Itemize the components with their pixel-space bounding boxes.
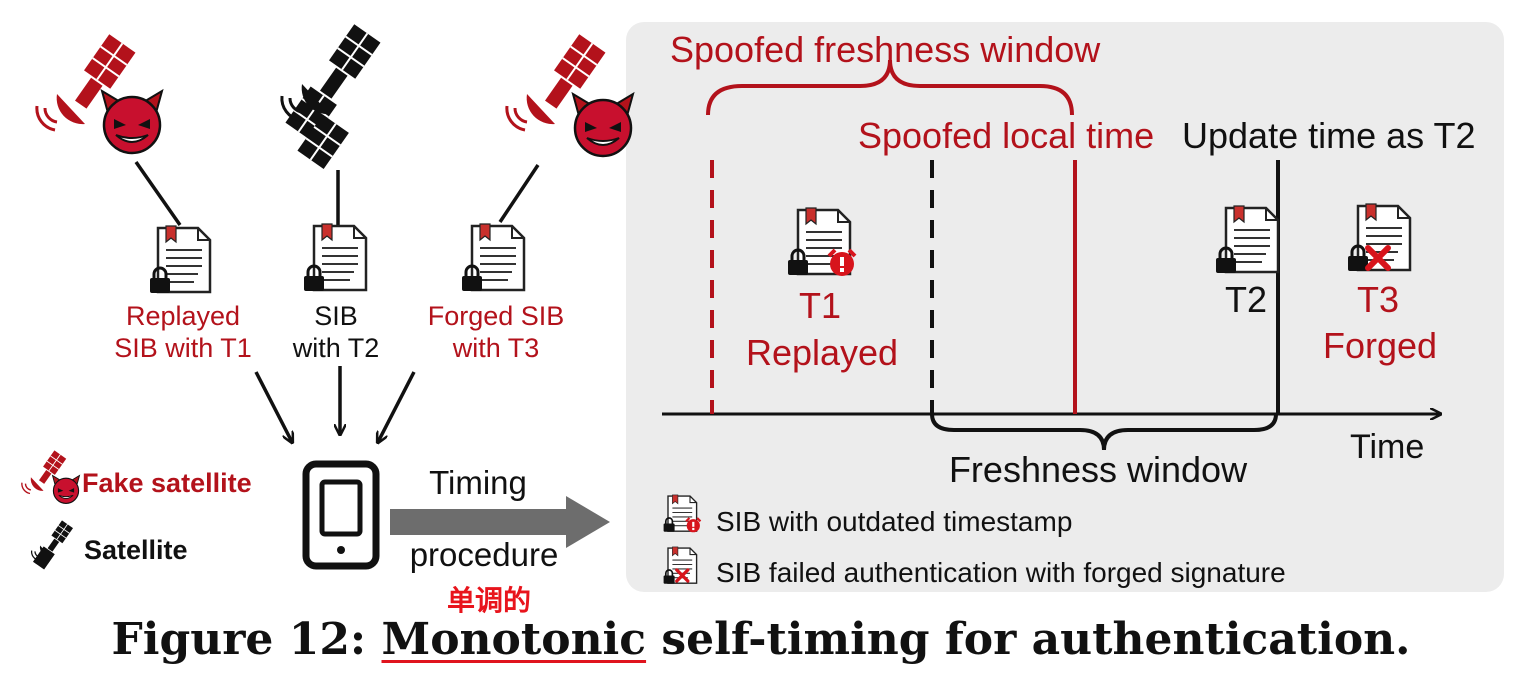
link-fake-right bbox=[498, 164, 540, 223]
legend-fake-satellite-icon bbox=[21, 449, 81, 504]
caption-prefix: Figure 12: bbox=[111, 614, 382, 665]
t3-forged-doc-icon bbox=[1346, 202, 1412, 273]
legend-failed-icon bbox=[662, 546, 698, 585]
spoofed-freshness-window-label: Spoofed freshness window bbox=[670, 29, 1101, 70]
legend-outdated-label: SIB with outdated timestamp bbox=[716, 506, 1073, 537]
legend-outdated-icon bbox=[662, 494, 702, 534]
satellite-center-icon bbox=[280, 22, 382, 169]
caption-keyword: Monotonic bbox=[381, 614, 647, 665]
legend-failed-label: SIB failed authentication with forged si… bbox=[716, 557, 1286, 588]
caption-suffix: self-timing for authentication. bbox=[646, 614, 1411, 665]
freshness-window-brace bbox=[930, 413, 1278, 451]
arrow-forged-to-phone bbox=[378, 371, 416, 442]
legend-satellite-icon bbox=[30, 519, 74, 571]
forged-sib-label: Forged SIB with T3 bbox=[427, 301, 565, 364]
annotation-note: 单调的 bbox=[446, 584, 532, 617]
timing-procedure-arrow bbox=[390, 496, 610, 548]
link-fake-left bbox=[134, 160, 182, 227]
forged-sib-doc-icon bbox=[460, 222, 526, 293]
replayed-sib-label: Replayed SIB with T1 bbox=[114, 301, 252, 364]
t2-label: T2 bbox=[1224, 279, 1268, 320]
procedure-label: procedure bbox=[409, 536, 559, 573]
fake-satellite-left-icon bbox=[35, 32, 164, 155]
replayed-sib-doc-icon bbox=[148, 224, 212, 295]
spoofed-window-brace bbox=[706, 59, 1074, 116]
t3-label: T3 bbox=[1356, 279, 1400, 320]
phone-icon bbox=[302, 460, 380, 570]
sib-label: SIB with T2 bbox=[292, 301, 380, 364]
sib-doc-icon bbox=[302, 222, 368, 293]
t3-forged-label: Forged bbox=[1322, 325, 1438, 366]
spoofed-local-time-label: Spoofed local time bbox=[858, 115, 1155, 156]
update-time-label: Update time as T2 bbox=[1182, 115, 1476, 156]
timing-label: Timing bbox=[429, 464, 527, 501]
timeline-panel bbox=[626, 22, 1504, 592]
freshness-window-label: Freshness window bbox=[948, 449, 1248, 490]
time-axis-label: Time bbox=[1350, 428, 1425, 466]
t1-label: T1 bbox=[798, 285, 842, 326]
t1-replayed-label: Replayed bbox=[745, 332, 899, 373]
figure-caption: Figure 12: Monotonic self-timing for aut… bbox=[0, 618, 1522, 662]
t2-doc-icon bbox=[1214, 204, 1280, 275]
fake-satellite-right-icon bbox=[505, 32, 635, 158]
t1-replayed-doc-icon bbox=[786, 206, 857, 278]
legend-satellite-label: Satellite bbox=[84, 535, 188, 565]
arrow-replayed-to-phone bbox=[254, 371, 292, 442]
legend-fake-satellite-label: Fake satellite bbox=[82, 468, 252, 498]
